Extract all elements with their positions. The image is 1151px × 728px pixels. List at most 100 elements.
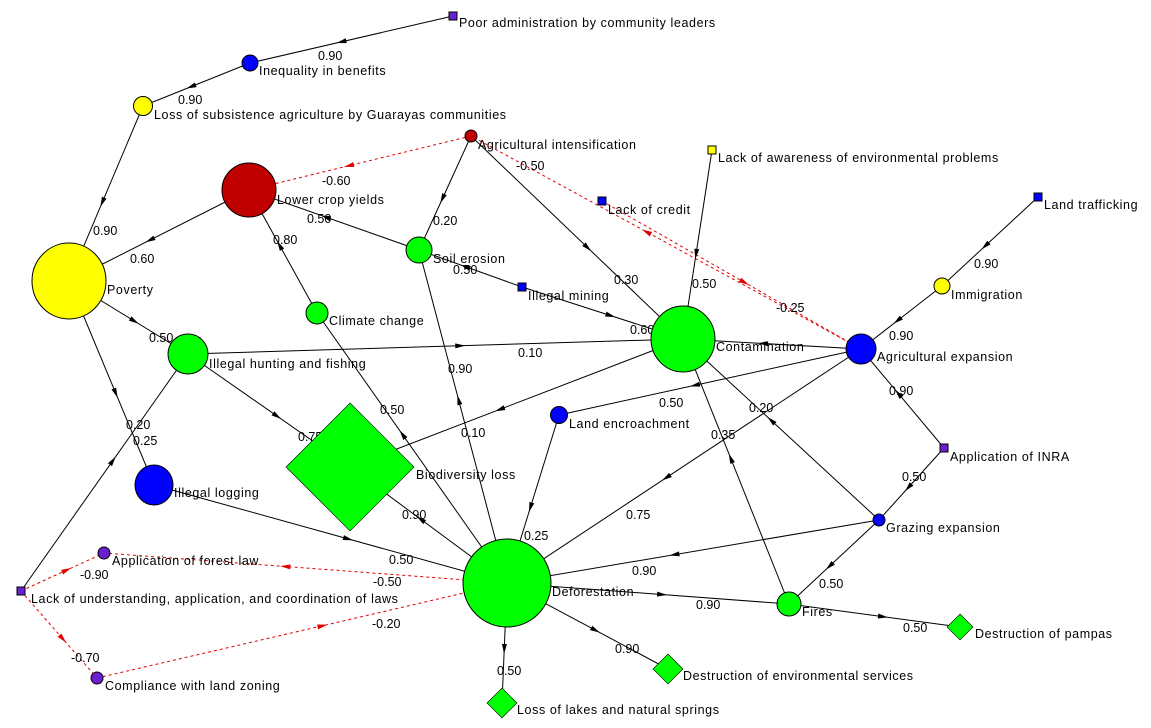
node-loss-subsistence[interactable]: Loss of subsistence agriculture by Guara… (133, 96, 507, 123)
node-biodiversity[interactable]: Biodiversity loss (285, 402, 516, 532)
edge-arrow-icon (344, 162, 355, 167)
edge-soil-erosion-to-lower-crop (248, 189, 420, 251)
node-square-icon[interactable] (707, 145, 717, 155)
node-label: Poverty (107, 283, 154, 297)
node-circle-icon[interactable] (97, 546, 111, 560)
node-contamination[interactable]: Contamination (650, 305, 804, 373)
node-circle-icon[interactable] (134, 464, 174, 506)
node-circle-icon[interactable] (933, 277, 951, 295)
node-app-forest-law[interactable]: Application of forest law (97, 546, 259, 568)
edge-arrow-icon (186, 82, 197, 89)
edge-agri-expansion-to-deforestation (506, 348, 862, 584)
node-land-trafficking[interactable]: Land trafficking (1033, 192, 1138, 212)
edge-illegal-logging-to-deforestation (153, 484, 508, 584)
node-label: Destruction of pampas (975, 627, 1113, 641)
edge-arrow-icon (694, 248, 700, 259)
edge-arrow-icon (669, 551, 680, 557)
edge-arrow-icon (642, 229, 653, 237)
node-label: Lack of understanding, application, and … (31, 592, 398, 606)
node-agri-intens[interactable]: Agricultural intensification (464, 129, 637, 152)
node-circle-icon[interactable] (241, 54, 259, 72)
node-lack-laws[interactable]: Lack of understanding, application, and … (16, 586, 398, 606)
node-diamond-icon[interactable] (285, 402, 415, 532)
edge-arrow-icon (895, 389, 904, 399)
node-circle-icon[interactable] (872, 513, 886, 527)
node-climate-change[interactable]: Climate change (305, 301, 424, 328)
node-circle-icon[interactable] (405, 236, 433, 264)
node-square-icon[interactable] (517, 282, 527, 292)
node-diamond-icon[interactable] (486, 687, 518, 719)
node-app-inra[interactable]: Application of INRA (939, 443, 1070, 464)
node-circle-icon[interactable] (221, 162, 277, 218)
edge-deforestation-to-app-forest-law (103, 552, 508, 584)
node-grazing[interactable]: Grazing expansion (872, 513, 1000, 535)
node-lack-credit[interactable]: Lack of credit (597, 196, 691, 217)
node-circle-icon[interactable] (550, 406, 568, 424)
node-diamond-icon[interactable] (652, 653, 684, 685)
edge-contamination-to-biodiversity (349, 338, 684, 468)
node-circle-icon[interactable] (31, 242, 107, 320)
node-lack-awareness[interactable]: Lack of awareness of environmental probl… (707, 145, 999, 165)
node-label: Illegal mining (528, 289, 609, 303)
edge-arrow-icon (605, 311, 616, 318)
node-circle-icon[interactable] (90, 671, 104, 685)
node-label: Agricultural intensification (478, 138, 637, 152)
edge-arrow-icon (145, 235, 156, 243)
edge-weight-label: 0.50 (659, 396, 683, 410)
node-circle-icon[interactable] (650, 305, 716, 373)
node-land-encroach[interactable]: Land encroachment (550, 406, 690, 432)
edge-arrow-icon (904, 482, 914, 492)
node-illegal-mining[interactable]: Illegal mining (517, 282, 609, 303)
node-square-icon[interactable] (1033, 192, 1043, 202)
edge-agri-expansion-to-land-encroach (558, 348, 862, 416)
edge-weight-label: 0.90 (889, 384, 913, 398)
node-loss-lakes[interactable]: Loss of lakes and natural springs (486, 687, 720, 719)
node-fires[interactable]: Fires (776, 591, 833, 619)
node-illegal-logging[interactable]: Illegal logging (134, 464, 259, 506)
node-poverty[interactable]: Poverty (31, 242, 154, 320)
node-immigration[interactable]: Immigration (933, 277, 1023, 302)
edge-arrow-icon (111, 387, 118, 398)
edge-weight-label: 0.90 (632, 564, 656, 578)
node-circle-icon[interactable] (464, 129, 478, 143)
node-inequality[interactable]: Inequality in benefits (241, 54, 386, 78)
node-circle-icon[interactable] (167, 333, 209, 375)
node-circle-icon[interactable] (305, 301, 329, 325)
node-poor-admin[interactable]: Poor administration by community leaders (448, 11, 716, 30)
node-agri-expansion[interactable]: Agricultural expansion (845, 333, 1013, 365)
node-label: Application of INRA (950, 450, 1070, 464)
node-circle-icon[interactable] (776, 591, 802, 617)
node-deforestation[interactable]: Deforestation (462, 538, 634, 628)
edge-grazing-to-contamination (682, 338, 880, 521)
node-square-icon[interactable] (939, 443, 949, 453)
node-compliance-zoning[interactable]: Compliance with land zoning (90, 671, 280, 693)
node-square-icon[interactable] (597, 196, 607, 206)
node-diamond-icon[interactable] (946, 613, 974, 641)
node-circle-icon[interactable] (462, 538, 552, 628)
edge-arrow-icon (893, 315, 903, 324)
node-destr-env-services[interactable]: Destruction of environmental services (652, 653, 914, 685)
edge-agri-intens-to-lower-crop (248, 135, 472, 191)
edge-inequality-to-loss-subsistence (142, 62, 251, 107)
edge-weight-label: 0.50 (389, 553, 413, 567)
node-soil-erosion[interactable]: Soil erosion (405, 236, 506, 266)
node-circle-icon[interactable] (845, 333, 877, 365)
edge-illegal-mining-to-soil-erosion (418, 249, 523, 288)
node-lower-crop[interactable]: Lower crop yields (221, 162, 384, 218)
node-illegal-hunting[interactable]: Illegal hunting and fishing (167, 333, 366, 375)
edge-agri-intens-to-soil-erosion (418, 135, 472, 251)
node-circle-icon[interactable] (133, 96, 153, 116)
edge-arrow-icon (320, 215, 332, 222)
edge-weight-label: 0.75 (626, 508, 650, 522)
edge-weight-label: 0.50 (149, 331, 173, 345)
node-destr-pampas[interactable]: Destruction of pampas (946, 613, 1113, 641)
edge-weight-label: -0.70 (71, 651, 100, 665)
edge-weight-label: 0.90 (93, 224, 117, 238)
node-square-icon[interactable] (16, 586, 26, 596)
edge-weight-label: 0.10 (461, 426, 485, 440)
node-square-icon[interactable] (448, 11, 458, 21)
node-label: Destruction of environmental services (683, 669, 914, 683)
edge-arrow-icon (317, 624, 328, 630)
edge-weight-label: -0.60 (322, 174, 351, 188)
